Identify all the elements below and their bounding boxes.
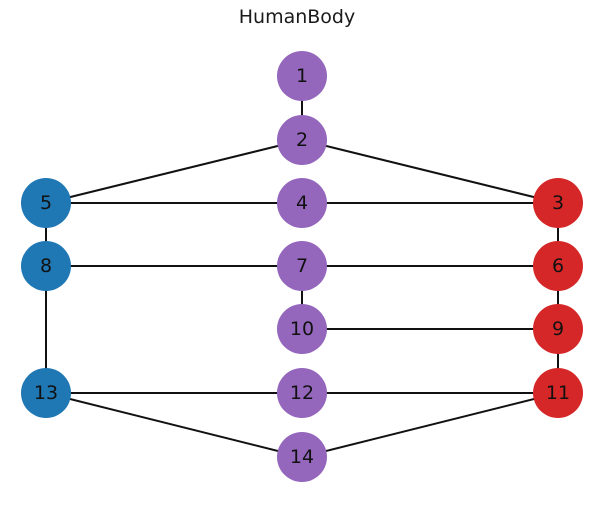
node-circle (277, 115, 327, 165)
node-12: 12 (277, 368, 327, 418)
diagram-title: HumanBody (238, 6, 356, 28)
node-circle (21, 241, 71, 291)
node-circle (21, 368, 71, 418)
node-8: 8 (21, 241, 71, 291)
edge-14-11 (301, 392, 559, 458)
node-label: 7 (296, 255, 308, 277)
node-13: 13 (21, 368, 71, 418)
node-circle (277, 368, 327, 418)
node-2: 2 (277, 115, 327, 165)
node-7: 7 (277, 241, 327, 291)
node-10: 10 (277, 304, 327, 354)
node-11: 11 (533, 368, 583, 418)
node-circle (277, 178, 327, 228)
node-circle (277, 304, 327, 354)
node-circle (277, 241, 327, 291)
node-label: 12 (290, 382, 314, 404)
node-label: 8 (40, 255, 52, 277)
node-label: 4 (296, 192, 308, 214)
node-label: 2 (296, 129, 308, 151)
node-circle (533, 241, 583, 291)
node-1: 1 (277, 51, 327, 101)
node-label: 13 (34, 382, 58, 404)
node-9: 9 (533, 304, 583, 354)
edge-13-14 (45, 392, 303, 458)
edge-2-5 (45, 139, 303, 204)
node-4: 4 (277, 178, 327, 228)
node-circle (277, 432, 327, 482)
node-label: 1 (296, 65, 308, 87)
node-circle (21, 178, 71, 228)
node-label: 9 (552, 318, 564, 340)
node-label: 10 (290, 318, 314, 340)
node-5: 5 (21, 178, 71, 228)
node-14: 14 (277, 432, 327, 482)
edge-2-3 (301, 139, 559, 204)
node-circle (277, 51, 327, 101)
node-label: 11 (546, 382, 570, 404)
node-label: 14 (290, 446, 314, 468)
node-circle (533, 368, 583, 418)
node-label: 3 (552, 192, 564, 214)
node-6: 6 (533, 241, 583, 291)
node-label: 5 (40, 192, 52, 214)
node-circle (533, 304, 583, 354)
node-circle (533, 178, 583, 228)
node-label: 6 (552, 255, 564, 277)
node-3: 3 (533, 178, 583, 228)
